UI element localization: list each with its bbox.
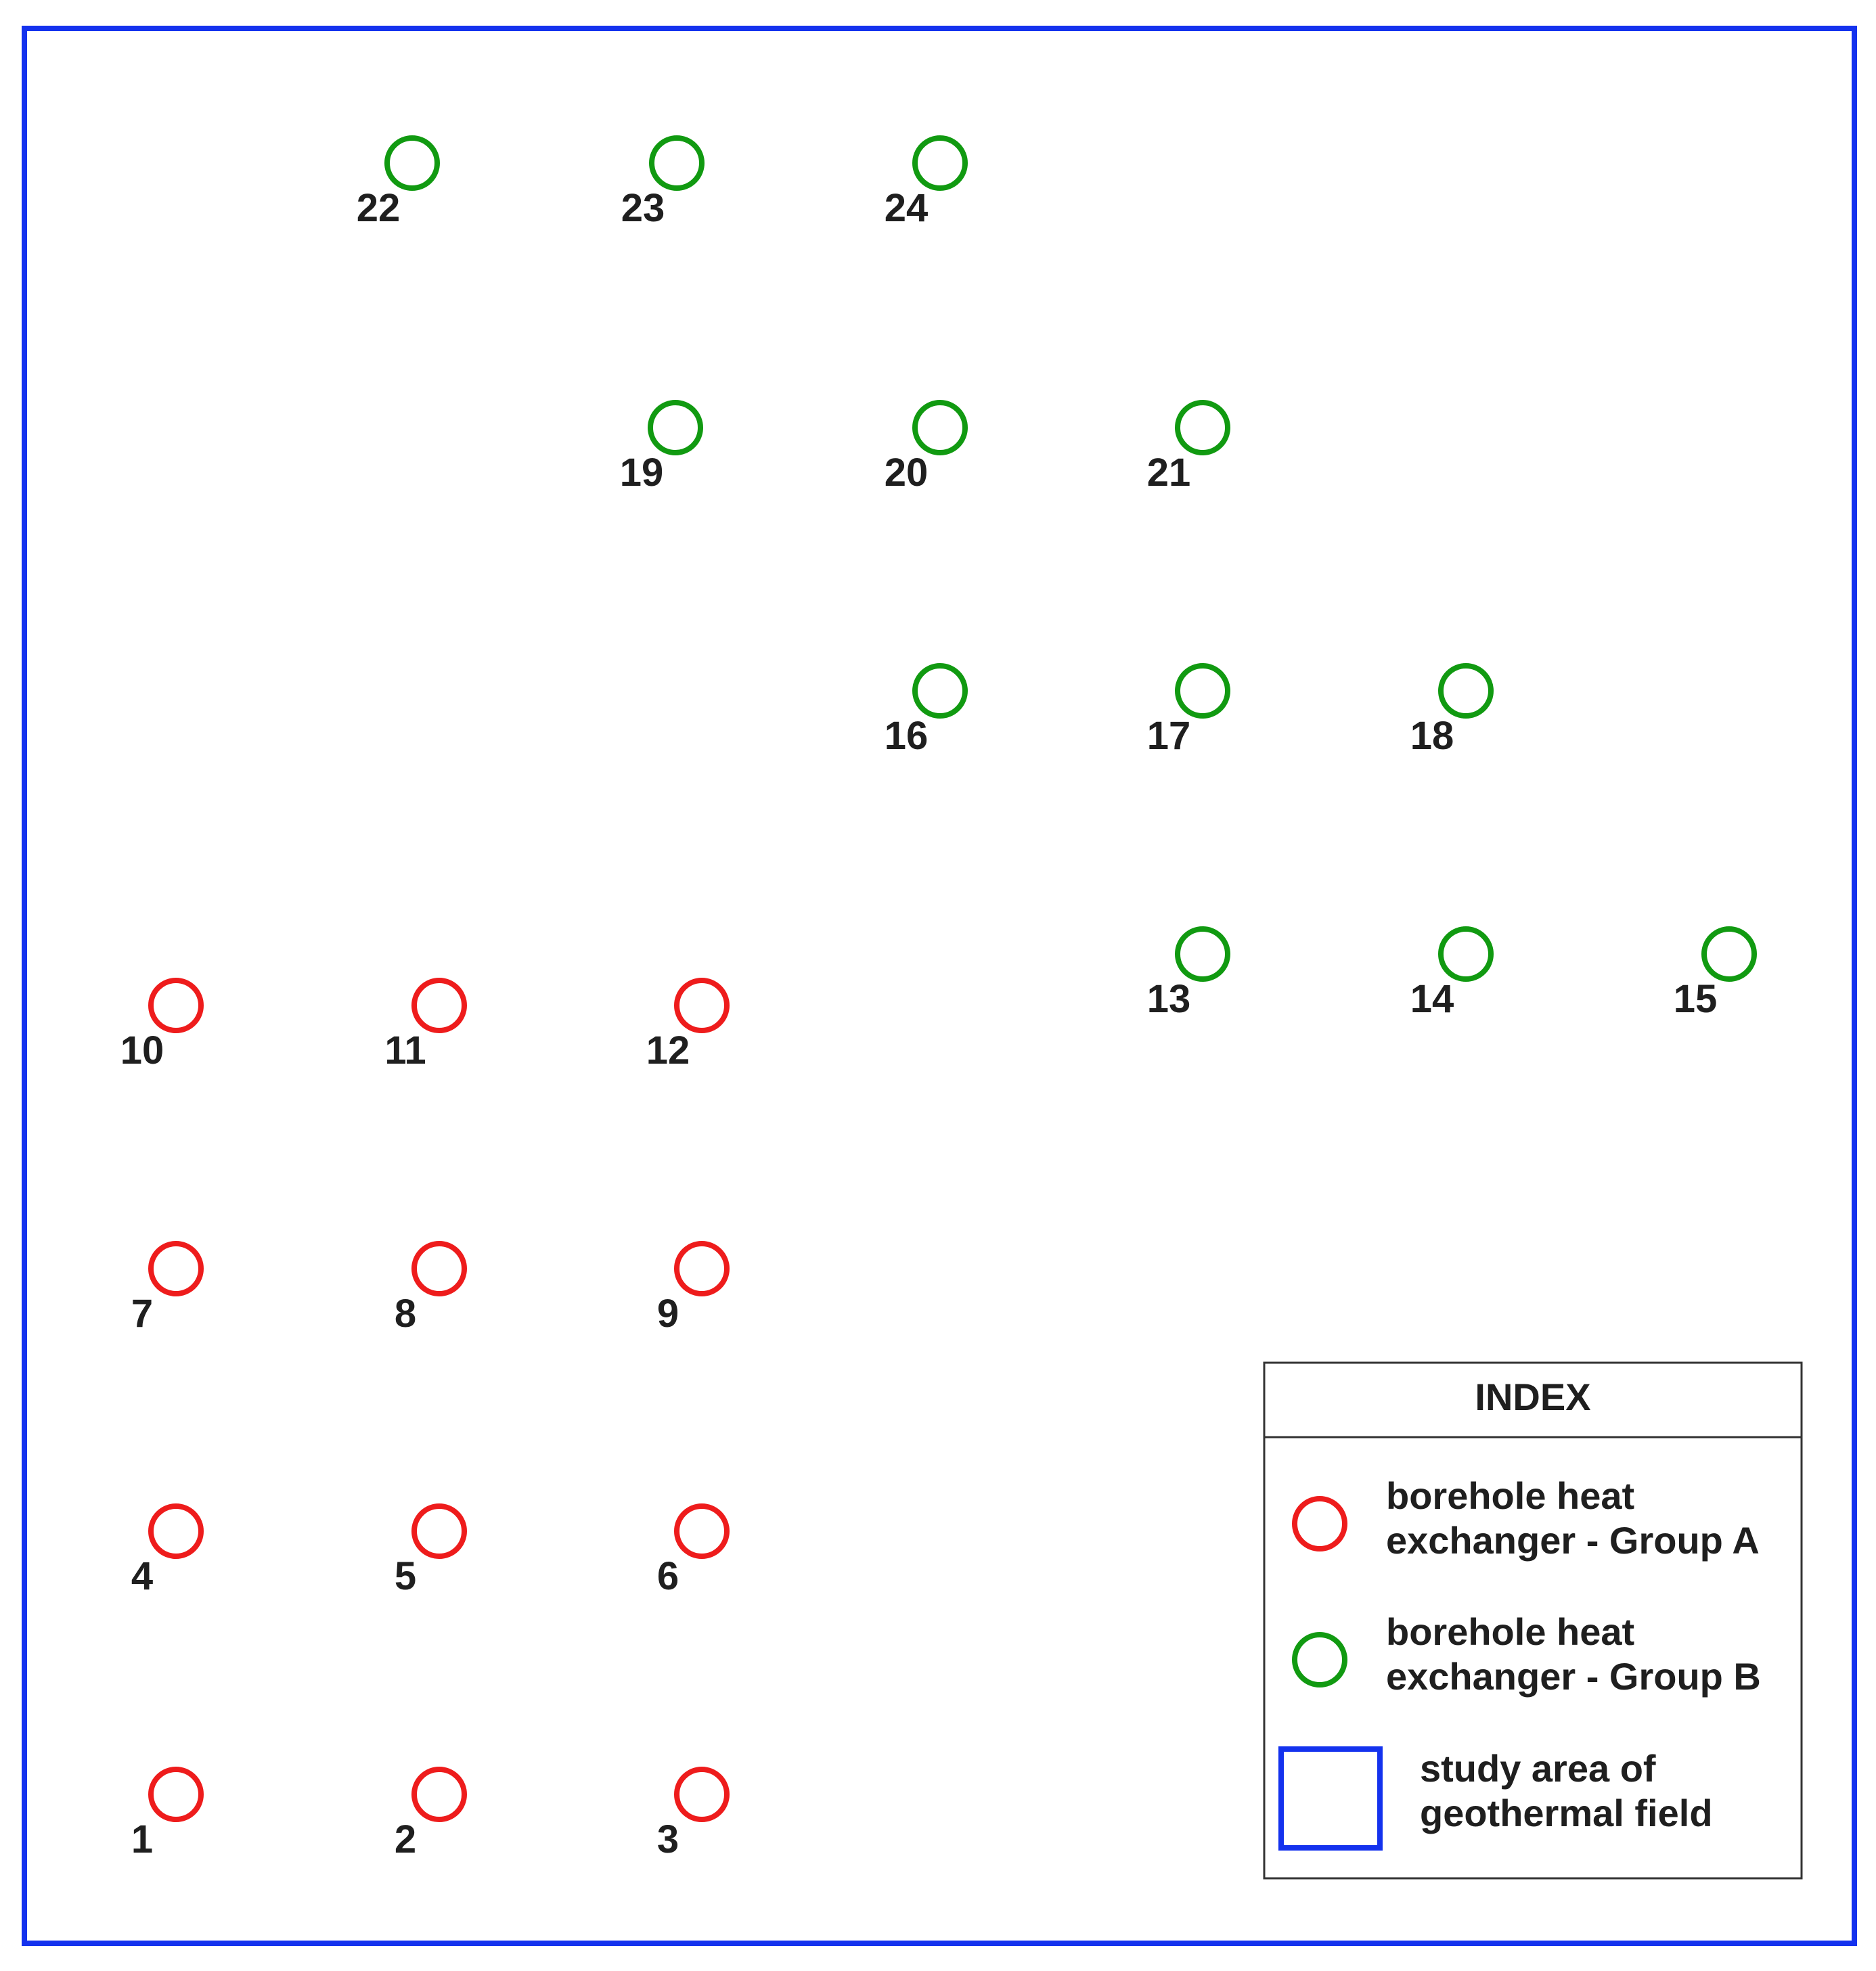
group-a-circle-icon — [1292, 1496, 1347, 1551]
borehole-number-label: 10 — [120, 1028, 164, 1072]
borehole-24: 24 — [885, 135, 968, 230]
borehole-number-label: 7 — [131, 1292, 153, 1336]
borehole-number-label: 9 — [657, 1292, 679, 1336]
borehole-marker — [674, 1767, 730, 1822]
borehole-10: 10 — [120, 978, 204, 1072]
legend-group-a-line1: borehole heat — [1386, 1474, 1634, 1517]
legend-frame — [1263, 1361, 1803, 1880]
borehole-marker — [912, 663, 968, 719]
borehole-marker — [1175, 400, 1230, 455]
borehole-number-label: 15 — [1674, 977, 1718, 1021]
borehole-marker — [1438, 663, 1494, 719]
study-area-square-icon — [1278, 1746, 1383, 1851]
borehole-marker — [674, 1503, 730, 1559]
borehole-number-label: 23 — [621, 186, 665, 230]
borehole-9: 9 — [657, 1241, 730, 1336]
borehole-8: 8 — [395, 1241, 467, 1336]
borehole-number-label: 24 — [885, 186, 929, 230]
borehole-marker — [648, 400, 703, 455]
borehole-4: 4 — [131, 1503, 204, 1598]
borehole-number-label: 5 — [395, 1554, 416, 1598]
borehole-number-label: 2 — [395, 1817, 416, 1861]
borehole-11: 11 — [384, 978, 467, 1072]
borehole-19: 19 — [620, 400, 703, 495]
borehole-3: 3 — [657, 1767, 730, 1861]
borehole-number-label: 19 — [620, 451, 664, 495]
borehole-marker — [411, 1767, 467, 1822]
borehole-marker — [148, 1503, 204, 1559]
legend-study-area-line1: study area of — [1420, 1747, 1656, 1790]
borehole-17: 17 — [1147, 663, 1230, 758]
borehole-marker — [411, 1503, 467, 1559]
borehole-number-label: 17 — [1147, 714, 1191, 758]
group-b-circle-icon — [1292, 1632, 1347, 1687]
borehole-marker — [1701, 926, 1757, 982]
borehole-2: 2 — [395, 1767, 467, 1861]
borehole-marker — [411, 978, 467, 1033]
borehole-number-label: 4 — [131, 1554, 153, 1598]
borehole-marker — [148, 1767, 204, 1822]
borehole-marker — [674, 1241, 730, 1296]
borehole-marker — [649, 135, 705, 191]
borehole-number-label: 11 — [384, 1028, 426, 1072]
borehole-7: 7 — [131, 1241, 204, 1336]
borehole-23: 23 — [621, 135, 705, 230]
borehole-number-label: 6 — [657, 1554, 679, 1598]
borehole-number-label: 8 — [395, 1292, 416, 1336]
legend-group-b-line1: borehole heat — [1386, 1610, 1634, 1653]
borehole-marker — [674, 978, 730, 1033]
borehole-15: 15 — [1674, 926, 1757, 1021]
borehole-16: 16 — [885, 663, 968, 758]
borehole-marker — [912, 135, 968, 191]
borehole-6: 6 — [657, 1503, 730, 1598]
borehole-marker — [1438, 926, 1494, 982]
borehole-marker — [411, 1241, 467, 1296]
borehole-number-label: 16 — [885, 714, 929, 758]
borehole-marker — [148, 978, 204, 1033]
borehole-number-label: 1 — [131, 1817, 153, 1861]
borehole-1: 1 — [131, 1767, 204, 1861]
borehole-20: 20 — [885, 400, 968, 495]
borehole-marker — [384, 135, 440, 191]
borehole-number-label: 12 — [646, 1028, 690, 1072]
legend-group-b-line2: exchanger - Group B — [1386, 1655, 1761, 1698]
borehole-marker — [148, 1241, 204, 1296]
borehole-number-label: 21 — [1147, 451, 1191, 495]
borehole-number-label: 18 — [1410, 714, 1454, 758]
legend-box: INDEX borehole heat exchanger - Group A … — [1263, 1361, 1803, 1880]
borehole-14: 14 — [1410, 926, 1494, 1021]
legend-group-a-line2: exchanger - Group A — [1386, 1519, 1760, 1562]
borehole-number-label: 13 — [1147, 977, 1191, 1021]
borehole-number-label: 20 — [885, 451, 929, 495]
legend-study-area-line2: geothermal field — [1420, 1792, 1713, 1834]
legend-title: INDEX — [1475, 1376, 1590, 1418]
borehole-13: 13 — [1147, 926, 1230, 1021]
study-area-boundary — [22, 26, 1857, 1946]
borehole-22: 22 — [357, 135, 440, 230]
borehole-number-label: 3 — [657, 1817, 679, 1861]
borehole-marker — [1175, 663, 1230, 719]
borehole-number-label: 14 — [1410, 977, 1454, 1021]
borehole-number-label: 22 — [357, 186, 401, 230]
borehole-5: 5 — [395, 1503, 467, 1598]
borehole-18: 18 — [1410, 663, 1494, 758]
borehole-12: 12 — [646, 978, 730, 1072]
borehole-21: 21 — [1147, 400, 1230, 495]
borehole-marker — [912, 400, 968, 455]
borehole-marker — [1175, 926, 1230, 982]
